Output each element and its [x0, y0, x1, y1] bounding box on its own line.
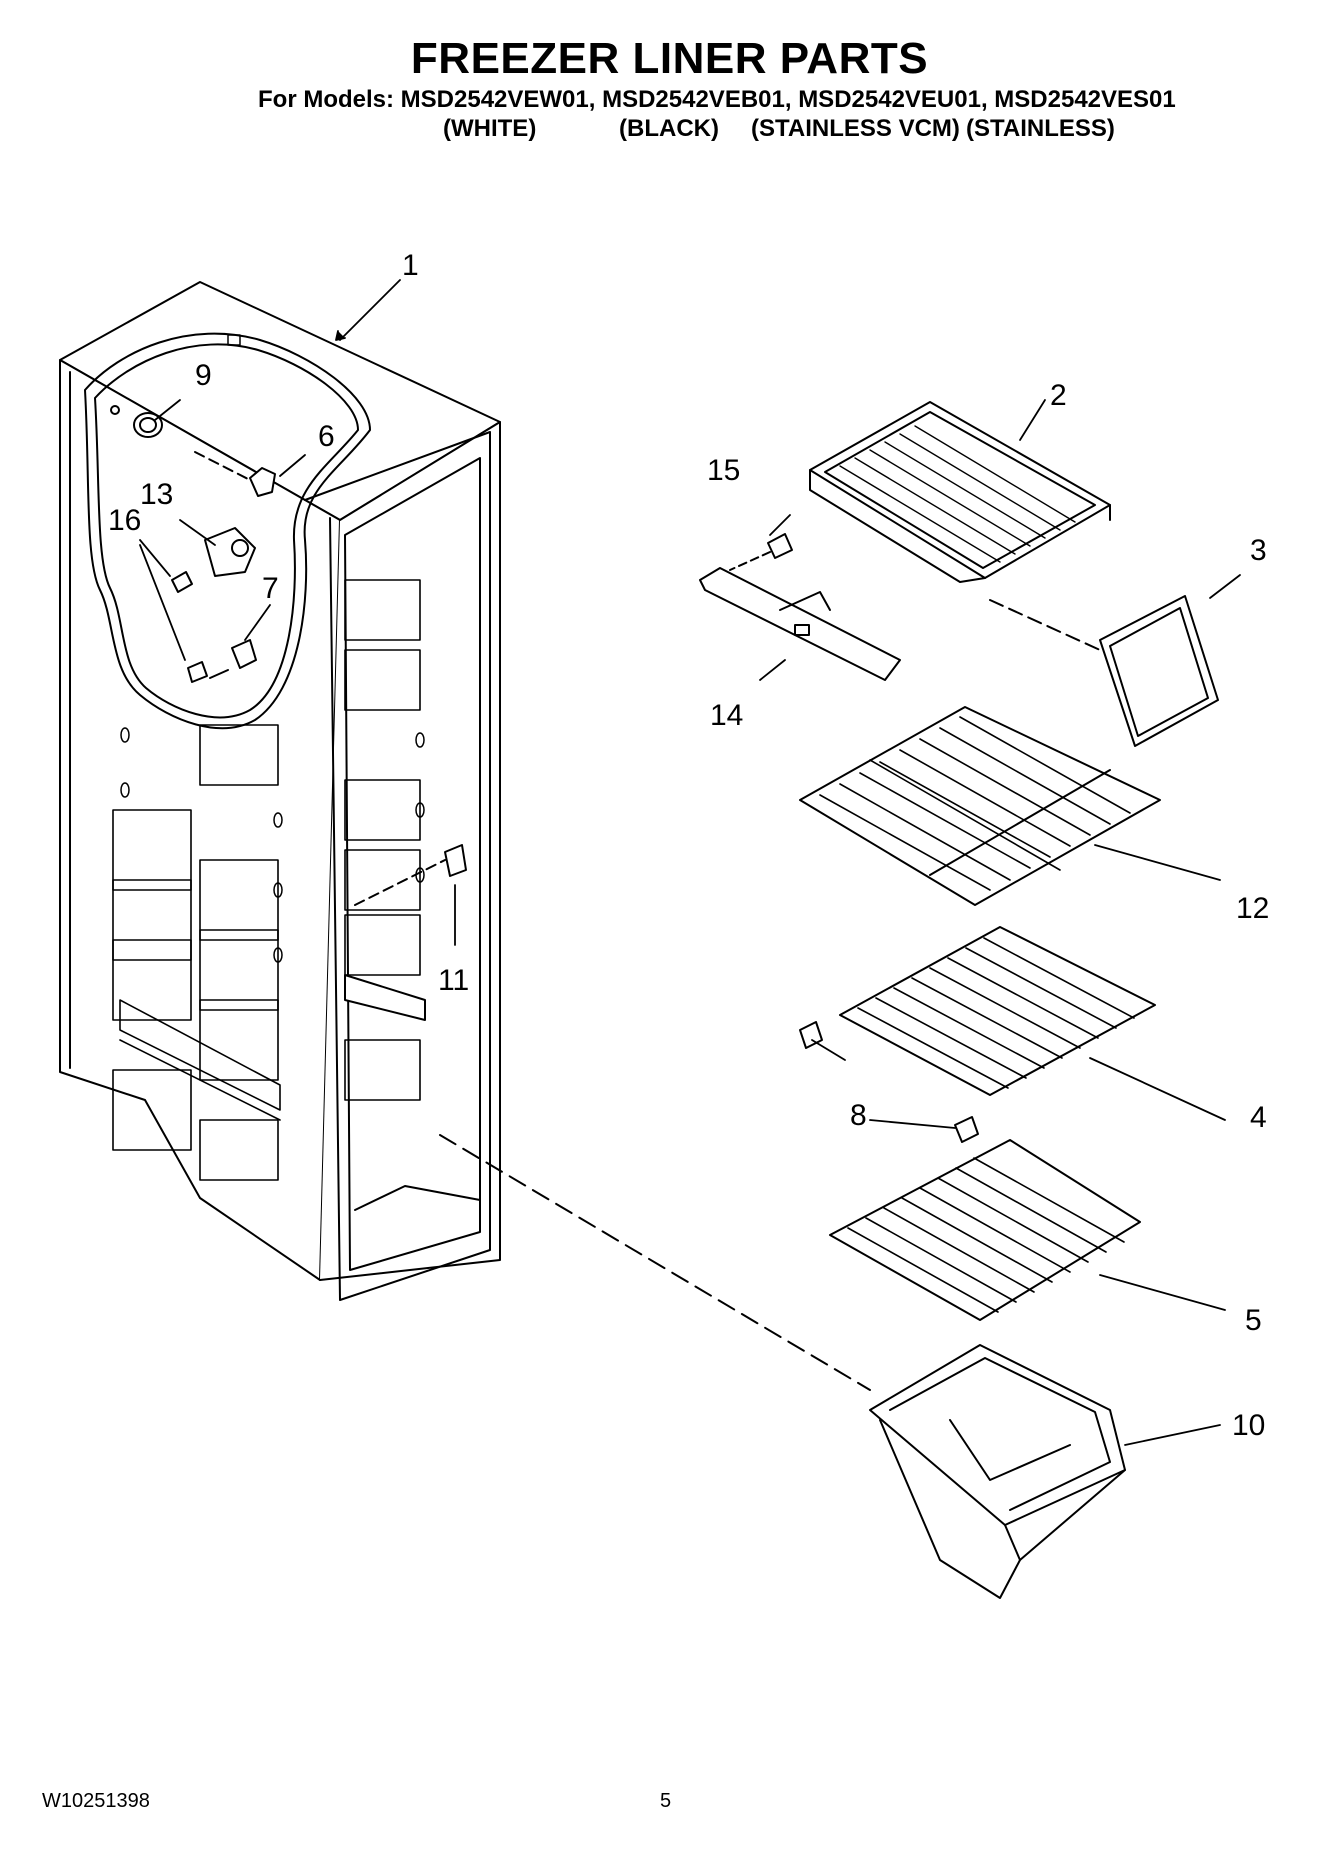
clip-6: [194, 451, 276, 497]
screw-15: [729, 533, 793, 571]
variant-black: (BLACK): [619, 115, 719, 142]
page-number: 5: [660, 1790, 672, 1812]
shelf-bracket-14: [699, 567, 901, 681]
callout-8: 8: [850, 1099, 867, 1132]
callout-10: 10: [1232, 1409, 1265, 1442]
callout-15: 15: [707, 454, 740, 487]
callout-14: 14: [710, 699, 743, 732]
leader-lines: [139, 279, 1241, 1446]
callout-16: 16: [108, 504, 141, 537]
variant-stainless: (STAINLESS): [966, 115, 1115, 142]
callout-3: 3: [1250, 534, 1267, 567]
callout-12: 12: [1236, 892, 1269, 925]
thermostat-housing-13: [204, 527, 256, 577]
variant-stainless-vcm: (STAINLESS VCM): [751, 115, 960, 142]
callout-1: 1: [402, 249, 419, 282]
callout-6: 6: [318, 420, 335, 453]
callout-4: 4: [1250, 1101, 1267, 1134]
callout-13: 13: [140, 478, 173, 511]
shelf-stud-8b: [954, 1116, 979, 1143]
screw-16a: [171, 571, 193, 593]
callout-2: 2: [1050, 379, 1067, 412]
ice-tray-shelf-2: [809, 401, 1111, 583]
model-list: For Models: MSD2542VEW01, MSD2542VEB01, …: [258, 86, 1176, 113]
callout-7: 7: [262, 572, 279, 605]
callout-5: 5: [1245, 1304, 1262, 1337]
bracket-7: [209, 639, 257, 679]
shelf-front-3: [989, 595, 1219, 747]
freezer-liner: [59, 281, 501, 1301]
shelf-stud-8a: [799, 1021, 823, 1049]
wire-shelf-5: [829, 1139, 1141, 1321]
page-title: FREEZER LINER PARTS: [410, 34, 929, 83]
callout-9: 9: [195, 359, 212, 392]
document-number: W10251398: [42, 1790, 150, 1812]
variant-white: (WHITE): [443, 115, 537, 142]
callout-11: 11: [438, 964, 469, 997]
screw-16b: [187, 661, 208, 683]
wire-shelf-4: [839, 926, 1156, 1096]
callout-labels: 1 2 3 4 5 6 7 8 9 10 11 12 13 14 15 16: [108, 249, 1269, 1442]
bumper-11: [354, 844, 467, 906]
freezer-bin-10: [439, 1134, 1126, 1599]
wire-shelf-12: [799, 706, 1161, 906]
